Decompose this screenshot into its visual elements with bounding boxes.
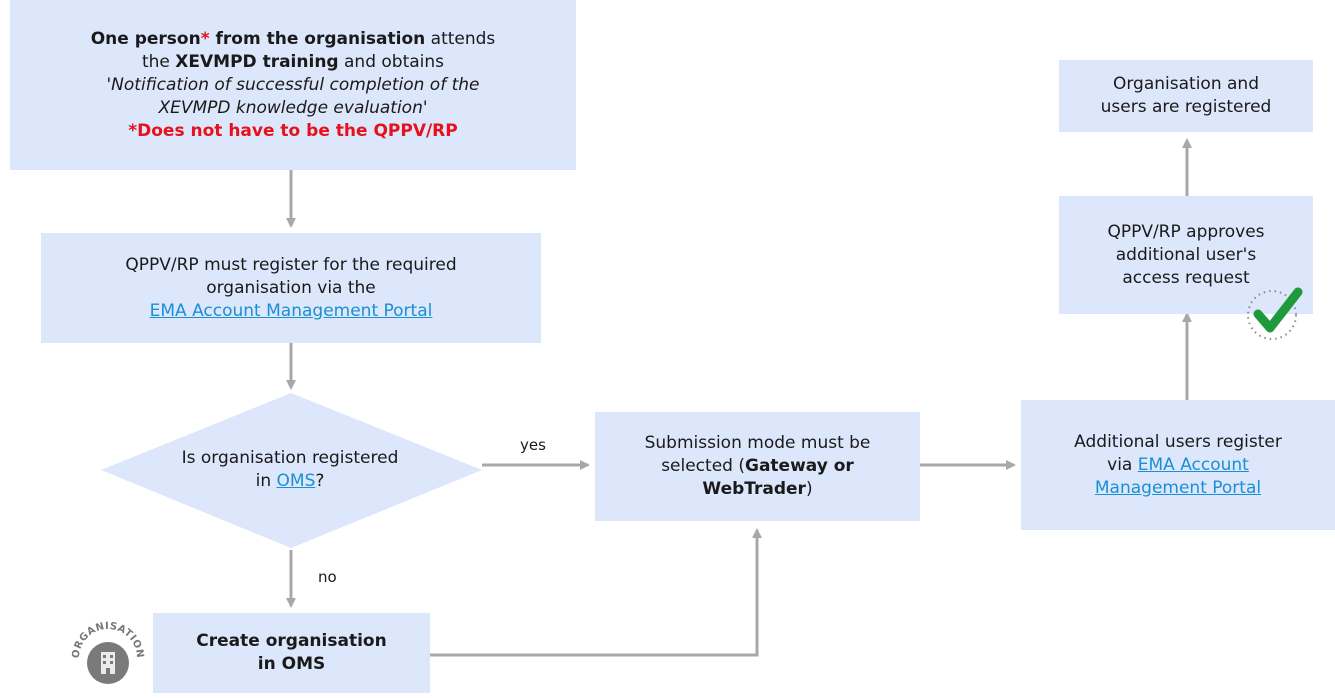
submission-mode-box: Submission mode must be selected (Gatewa…	[595, 412, 920, 521]
no-label: no	[318, 568, 337, 586]
approves-line1: QPPV/RP approves	[1107, 221, 1265, 242]
decision-line1: Is organisation registered	[181, 448, 399, 468]
training-xevmpd-bold: XEVMPD training	[175, 51, 339, 72]
training-notification-line2: XEVMPD knowledge evaluation'	[158, 97, 428, 118]
registered-box: Organisation and users are registered	[1059, 60, 1313, 132]
approves-box: QPPV/RP approves additional user's acces…	[1059, 196, 1313, 314]
submission-gateway: Gateway or	[744, 456, 854, 476]
arrow-create-to-submission	[430, 528, 762, 657]
submission-webtrader: WebTrader	[702, 479, 806, 499]
oms-link[interactable]: OMS	[276, 471, 316, 491]
training-star: *	[200, 28, 210, 49]
create-line1: Create organisation	[196, 631, 387, 651]
additional-line1: Additional users register	[1074, 431, 1282, 452]
checkmark-icon	[1247, 287, 1303, 340]
submission-line1: Submission mode must be	[644, 433, 871, 453]
register-box: QPPV/RP must register for the required o…	[41, 233, 541, 343]
ema-account-link[interactable]: EMA Account	[1137, 454, 1249, 475]
approves-line3: access request	[1122, 267, 1250, 288]
create-organisation-box: Create organisation in OMS	[153, 613, 430, 693]
training-attends: attends	[425, 28, 496, 49]
training-org-bold: from the organisation	[209, 28, 426, 49]
decision-diamond	[101, 393, 482, 548]
training-person-bold: One person	[90, 28, 201, 49]
registered-line2: users are registered	[1100, 97, 1272, 117]
training-box: One person* from the organisation attend…	[10, 0, 576, 170]
training-qppv-note: *Does not have to be the QPPV/RP	[128, 120, 458, 141]
approves-line2: additional user's	[1115, 244, 1257, 265]
registered-line1: Organisation and	[1112, 74, 1259, 94]
additional-users-box: Additional users register via EMA Accoun…	[1021, 400, 1335, 530]
management-portal-link[interactable]: Management Portal	[1094, 477, 1262, 498]
yes-label: yes	[520, 436, 546, 454]
register-line2: organisation via the	[206, 277, 376, 298]
organisation-badge-icon: ORGANISATION	[71, 621, 145, 684]
create-line2: in OMS	[257, 654, 326, 674]
training-notification-line1: 'Notification of successful completion o…	[106, 74, 480, 95]
ema-portal-link[interactable]: EMA Account Management Portal	[149, 300, 433, 321]
decision-text: Is organisation registered in OMS?	[181, 448, 399, 491]
register-line1: QPPV/RP must register for the required	[125, 254, 457, 275]
